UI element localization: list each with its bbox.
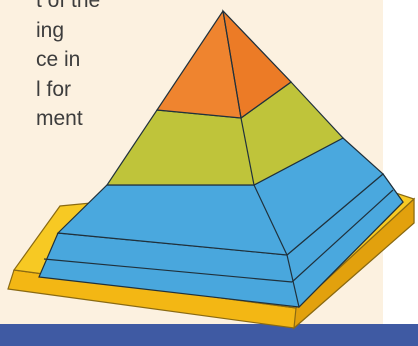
body-text-line: ce in — [36, 48, 81, 71]
bottom-bar — [0, 324, 418, 346]
body-text-line: ment — [36, 107, 83, 130]
body-text: t of the ing ce in l for ment — [36, 0, 176, 134]
right-margin — [383, 0, 418, 346]
pyramid-apex — [155, 9, 292, 120]
body-text-line: l for — [36, 77, 72, 101]
body-text-line: t of the — [36, 0, 101, 12]
body-text-line: ing — [36, 18, 65, 42]
